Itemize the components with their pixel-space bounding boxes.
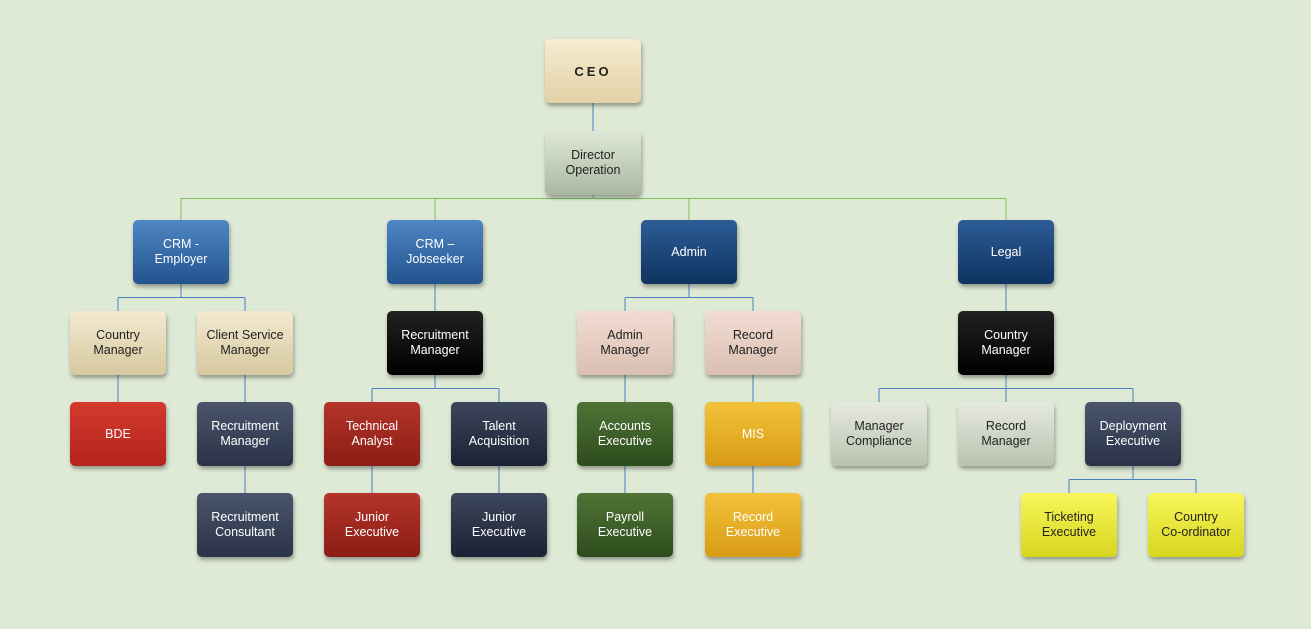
org-node-label: Record Manager bbox=[981, 419, 1031, 448]
org-node-mis: MIS bbox=[705, 402, 801, 466]
org-node-label: Deployment Executive bbox=[1099, 419, 1167, 448]
org-node-label: Legal bbox=[990, 244, 1022, 259]
org-node-label: CRM - Employer bbox=[154, 237, 208, 266]
org-node-bde: BDE bbox=[70, 402, 166, 466]
org-node-legal: Legal bbox=[958, 220, 1054, 284]
org-node-ticketing-executive: Ticketing Executive bbox=[1021, 493, 1117, 557]
org-node-label: Country Manager bbox=[93, 328, 143, 357]
org-node-label: Admin bbox=[671, 244, 707, 259]
org-node-label: Admin Manager bbox=[600, 328, 650, 357]
org-node-crm-employer: CRM - Employer bbox=[133, 220, 229, 284]
org-node-label: Payroll Executive bbox=[597, 510, 653, 539]
org-node-label: BDE bbox=[105, 426, 131, 441]
org-node-junior-executive-2: Junior Executive bbox=[451, 493, 547, 557]
org-node-label: Manager Compliance bbox=[845, 419, 912, 448]
org-node-country-manager-1: Country Manager bbox=[70, 311, 166, 375]
org-node-label: Recruitment Manager bbox=[211, 419, 279, 448]
org-node-talent-acquisition: Talent Acquisition bbox=[451, 402, 547, 466]
org-node-label: Country Manager bbox=[981, 328, 1031, 357]
org-node-label: Recruitment Manager bbox=[401, 328, 469, 357]
org-node-junior-executive-1: Junior Executive bbox=[324, 493, 420, 557]
org-node-label: Technical Analyst bbox=[345, 419, 399, 448]
org-node-label: Accounts Executive bbox=[597, 419, 653, 448]
org-node-recruitment-manager-2: Recruitment Manager bbox=[197, 402, 293, 466]
org-node-label: Director Operation bbox=[565, 148, 621, 177]
org-node-crm-jobseeker: CRM – Jobseeker bbox=[387, 220, 483, 284]
org-node-label: Client Service Manager bbox=[206, 328, 284, 357]
org-node-admin: Admin bbox=[641, 220, 737, 284]
org-node-label: Junior Executive bbox=[344, 510, 400, 539]
org-node-recruitment-consultant: Recruitment Consultant bbox=[197, 493, 293, 557]
org-node-label: Junior Executive bbox=[471, 510, 527, 539]
org-node-record-manager-2: Record Manager bbox=[958, 402, 1054, 466]
org-node-technical-analyst: Technical Analyst bbox=[324, 402, 420, 466]
org-node-admin-manager: Admin Manager bbox=[577, 311, 673, 375]
org-node-ceo: CEO bbox=[545, 39, 641, 103]
org-node-country-coordinator: Country Co-ordinator bbox=[1148, 493, 1244, 557]
org-node-label: MIS bbox=[741, 426, 765, 441]
org-node-director: Director Operation bbox=[545, 131, 641, 195]
org-node-manager-compliance: Manager Compliance bbox=[831, 402, 927, 466]
org-node-label: Record Executive bbox=[725, 510, 781, 539]
org-node-label: Recruitment Consultant bbox=[211, 510, 279, 539]
org-node-deployment-executive: Deployment Executive bbox=[1085, 402, 1181, 466]
org-node-label: CRM – Jobseeker bbox=[406, 237, 464, 266]
org-node-accounts-executive: Accounts Executive bbox=[577, 402, 673, 466]
org-node-recruitment-manager-1: Recruitment Manager bbox=[387, 311, 483, 375]
org-node-payroll-executive: Payroll Executive bbox=[577, 493, 673, 557]
org-node-label: CEO bbox=[574, 63, 612, 79]
org-node-record-manager-1: Record Manager bbox=[705, 311, 801, 375]
org-node-label: Country Co-ordinator bbox=[1161, 510, 1231, 539]
org-node-label: Record Manager bbox=[728, 328, 778, 357]
org-node-client-service-manager: Client Service Manager bbox=[197, 311, 293, 375]
org-node-record-executive: Record Executive bbox=[705, 493, 801, 557]
org-node-country-manager-2: Country Manager bbox=[958, 311, 1054, 375]
org-node-label: Ticketing Executive bbox=[1041, 510, 1097, 539]
org-node-label: Talent Acquisition bbox=[468, 419, 530, 448]
